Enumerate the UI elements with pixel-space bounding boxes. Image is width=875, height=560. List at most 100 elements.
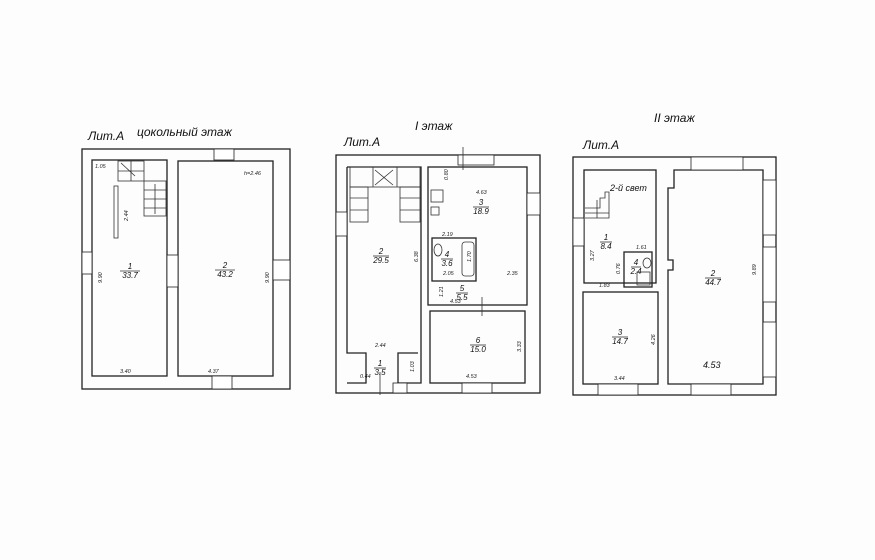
second-floor-title: II этаж bbox=[654, 111, 695, 125]
dim-label: 1.21 bbox=[439, 286, 445, 297]
room-number: 1 bbox=[604, 233, 608, 242]
room-labels: 1 8.4 2 44.7 3 14.7 4 2.4 bbox=[600, 233, 721, 346]
window bbox=[457, 154, 495, 166]
room-area: 3.6 bbox=[441, 259, 453, 268]
dim-label: 2.44 bbox=[374, 343, 386, 349]
dim-label: 4.63 bbox=[476, 190, 488, 196]
window bbox=[526, 192, 541, 216]
basement-title: цокольный этаж bbox=[137, 125, 233, 139]
dim-label: 3.33 bbox=[517, 340, 523, 352]
bathtub-icon bbox=[461, 241, 475, 277]
room-area: 29.5 bbox=[372, 256, 389, 265]
room-4-bathroom bbox=[431, 237, 477, 282]
room-3-kitchen bbox=[427, 166, 528, 306]
window bbox=[690, 383, 732, 396]
room-area: 15.0 bbox=[470, 345, 486, 354]
room-number: 5 bbox=[460, 284, 465, 293]
first-floor-title: I этаж bbox=[415, 119, 453, 133]
first-floor-plan: I этаж Лит.А 0.80 4.63 2.19 2.05 bbox=[335, 119, 541, 395]
dim-label: 4.53 bbox=[703, 360, 721, 370]
shower-icon bbox=[636, 271, 651, 286]
dim-label: 1.61 bbox=[636, 245, 647, 251]
dim-label: 3.40 bbox=[120, 369, 132, 375]
room-area: 8.4 bbox=[600, 242, 612, 251]
room-number: 4 bbox=[445, 250, 450, 259]
room-4-bathroom bbox=[623, 251, 653, 288]
stairs-icon bbox=[113, 160, 167, 239]
second-floor-plan: II этаж Лит.А 2-й свет 3.27 1.61 1.83 9.… bbox=[572, 111, 777, 396]
room-number: 2 bbox=[222, 261, 228, 270]
dim-label: 1.05 bbox=[95, 164, 107, 170]
stove-icon bbox=[430, 189, 444, 203]
window bbox=[762, 321, 777, 378]
dim-label: 4.53 bbox=[466, 374, 478, 380]
window bbox=[272, 259, 291, 281]
dim-label: 1.70 bbox=[467, 250, 473, 262]
room-2-hall bbox=[346, 166, 422, 384]
room-area: 33.7 bbox=[122, 271, 138, 280]
dim-label: 1.83 bbox=[599, 283, 611, 289]
dim-label: 2.05 bbox=[442, 271, 455, 277]
first-floor-lit-label: Лит.А bbox=[343, 135, 380, 149]
window bbox=[335, 211, 348, 237]
dim-label: 0.44 bbox=[360, 374, 371, 380]
stairs-icon bbox=[349, 166, 421, 223]
room-number: 2 bbox=[378, 247, 384, 256]
dim-label: 2.35 bbox=[506, 271, 519, 277]
second-floor-lit-label: Лит.А bbox=[582, 138, 619, 152]
room-2 bbox=[667, 169, 764, 385]
dim-label: 3.44 bbox=[614, 376, 625, 382]
dim-label: 9.90 bbox=[265, 271, 271, 283]
dim-label: 9.90 bbox=[98, 271, 104, 283]
room-area: 3.5 bbox=[374, 368, 386, 377]
stairs-icon bbox=[585, 191, 610, 219]
room-area: 18.9 bbox=[473, 207, 489, 216]
dim-label: 3.27 bbox=[590, 249, 596, 261]
room-number: 3 bbox=[479, 198, 484, 207]
window bbox=[213, 148, 235, 161]
room-area: 2.4 bbox=[629, 267, 642, 276]
dim-label: 1.03 bbox=[410, 360, 416, 372]
dim-label: 6.38 bbox=[414, 250, 420, 262]
toilet-icon bbox=[642, 257, 652, 269]
sink-icon bbox=[430, 206, 440, 216]
second-floor-outer-wall bbox=[572, 156, 777, 396]
window bbox=[211, 375, 233, 390]
window bbox=[690, 156, 744, 171]
basement-lit-label: Лит.А bbox=[87, 129, 124, 143]
dim-label: 9.89 bbox=[752, 264, 758, 275]
window bbox=[762, 179, 777, 236]
room-number: 1 bbox=[378, 359, 382, 368]
window bbox=[392, 382, 408, 394]
second-light-label: 2-й свет bbox=[609, 183, 647, 193]
dim-label: 0.80 bbox=[444, 168, 450, 180]
dim-label: 4.53 bbox=[450, 299, 462, 305]
room-labels: 2 29.5 1 3.5 3 18.9 4 3.6 5 5.5 6 15.0 bbox=[372, 198, 489, 377]
room-number: 4 bbox=[634, 258, 639, 267]
window bbox=[597, 383, 639, 396]
room-number: 2 bbox=[710, 269, 716, 278]
basement-plan: Лит.А цокольный этаж 1.05 2.44 9.90 9.90… bbox=[81, 125, 291, 390]
dim-label: 4.26 bbox=[651, 333, 657, 345]
window bbox=[461, 382, 493, 394]
room-area: 14.7 bbox=[612, 337, 628, 346]
dim-label: 0.76 bbox=[616, 262, 622, 274]
window bbox=[81, 251, 93, 275]
window bbox=[572, 217, 585, 247]
room-area: 5.5 bbox=[456, 293, 468, 302]
room-area: 43.2 bbox=[217, 270, 233, 279]
window bbox=[762, 246, 777, 303]
dim-label: 2.44 bbox=[124, 210, 130, 222]
toilet-icon bbox=[433, 243, 443, 257]
room-number: 3 bbox=[618, 328, 623, 337]
dim-label: 4.37 bbox=[208, 369, 220, 375]
first-floor-outer-wall bbox=[335, 154, 541, 394]
room-area: 44.7 bbox=[705, 278, 721, 287]
room-number: 6 bbox=[476, 336, 481, 345]
door-opening bbox=[166, 254, 179, 288]
dim-label: 2.19 bbox=[441, 232, 453, 238]
room-number: 1 bbox=[128, 262, 132, 271]
ceiling-height-note: h=2.46 bbox=[244, 171, 262, 177]
